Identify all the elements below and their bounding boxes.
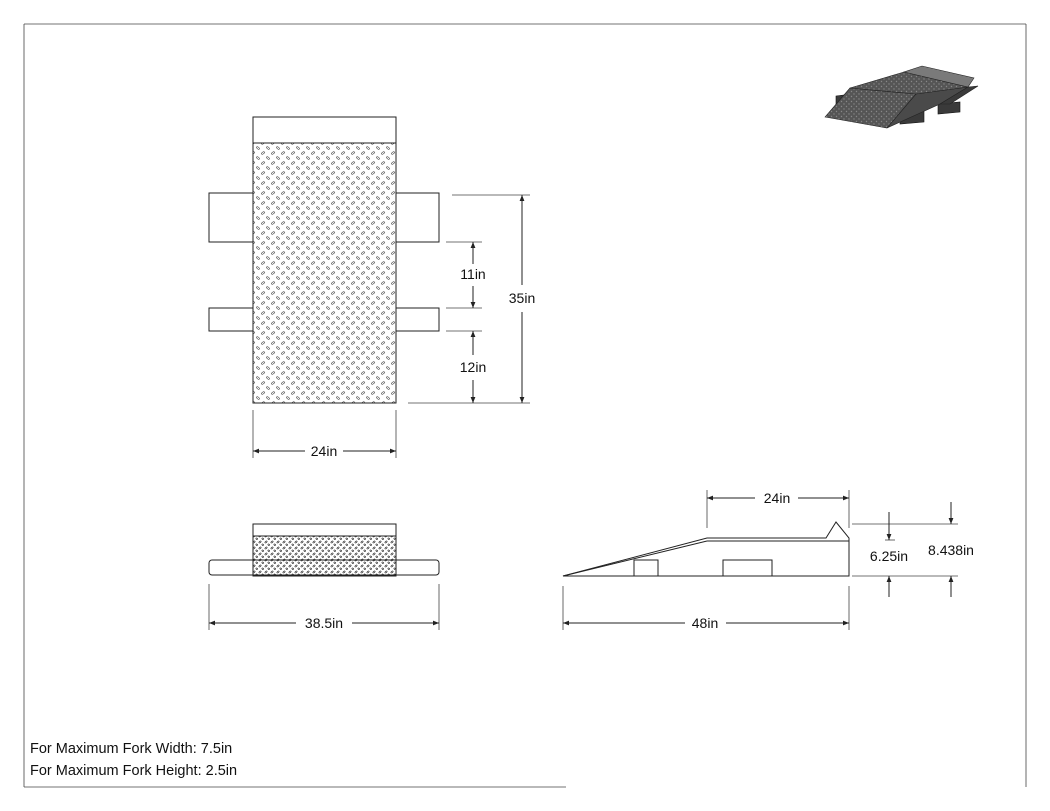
- isometric-view: [824, 65, 979, 129]
- front-tread: [252, 535, 397, 577]
- dim-top-gap: 11in: [460, 266, 485, 282]
- note-fork-height: For Maximum Fork Height: 2.5in: [30, 763, 237, 779]
- front-view: [208, 523, 440, 577]
- top-view: [208, 116, 440, 404]
- top-view-dimensions: 24in 11in 12in 35in: [252, 194, 535, 459]
- note-fork-width: For Maximum Fork Width: 7.5in: [30, 741, 232, 757]
- dim-side-length: 48in: [692, 615, 718, 631]
- side-pocket-right: [722, 559, 773, 577]
- dim-front-width: 38.5in: [305, 615, 343, 631]
- dim-side-height-low: 6.25in: [870, 548, 908, 564]
- side-view-dimensions: 24in 48in 6.25in 8.438in: [562, 490, 974, 631]
- dim-top-width: 24in: [311, 443, 337, 459]
- tread-surface: [252, 142, 397, 404]
- sheet-border: [23, 23, 1027, 788]
- side-pocket-left: [633, 559, 659, 577]
- fork-pocket-left-lower: [208, 307, 254, 332]
- dim-side-height-high: 8.438in: [928, 542, 974, 558]
- fork-pocket-right-upper: [395, 192, 440, 243]
- dim-top-offset: 12in: [460, 359, 486, 375]
- front-view-dimensions: 38.5in: [208, 584, 440, 631]
- dim-top-length: 35in: [509, 290, 535, 306]
- fork-pocket-left-upper: [208, 192, 254, 243]
- dim-side-ramp-top: 24in: [764, 490, 790, 506]
- side-view: [562, 521, 850, 577]
- ramp-profile: [562, 521, 850, 577]
- fork-pocket-right-lower: [395, 307, 440, 332]
- front-top-lip: [252, 523, 397, 537]
